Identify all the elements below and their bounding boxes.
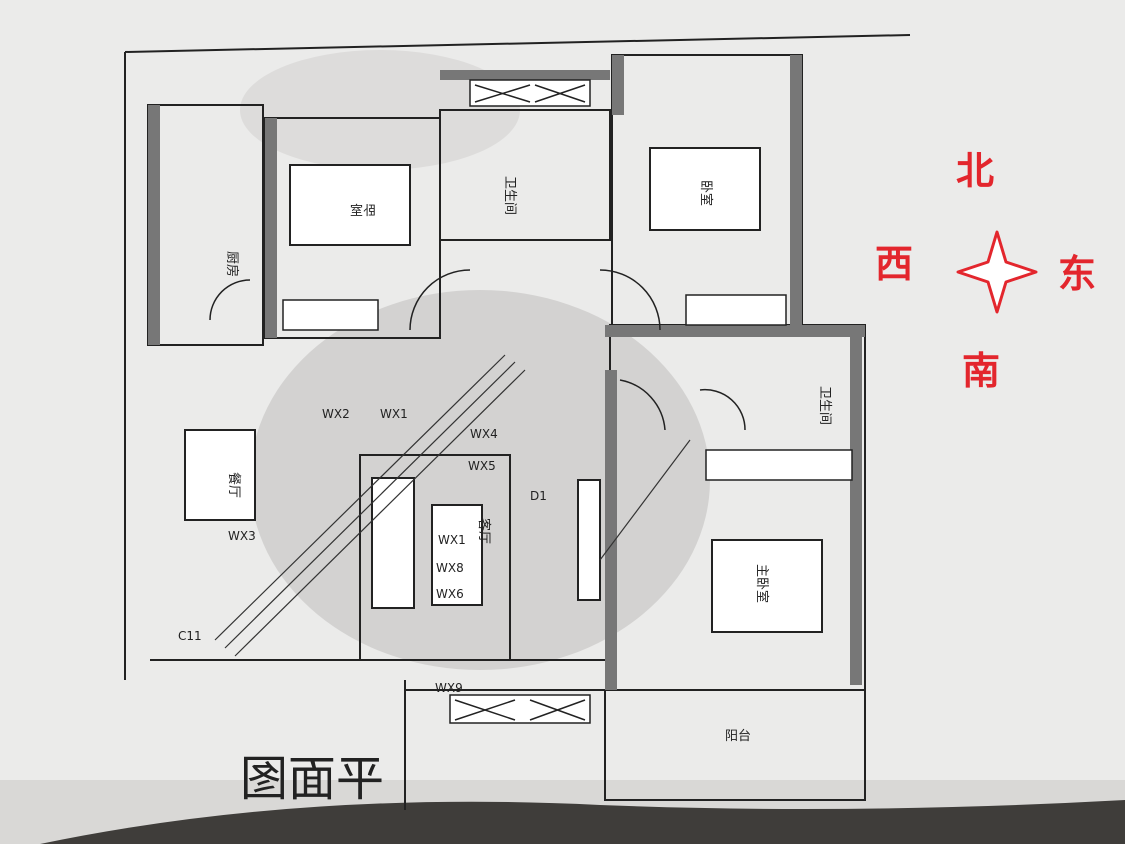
mark-d1: D1 [530,489,547,503]
plan-title: 平面图 [240,751,384,807]
room-label-bathroom-n: 卫生间 [502,176,517,215]
door-swings [209,269,746,431]
room-label-kitchen: 厨房 [224,251,240,277]
mark-wx9: WX9 [435,681,463,695]
wall-fills [148,55,865,690]
compass-east-label: 东 [1058,252,1097,296]
room-labels: 卧室 卧室 厨房 卫生间 卫生间 餐厅 客厅 主卧室 阳台 [224,176,832,744]
compass-south-label: 南 [962,349,1001,393]
room-label-bedroom-ne: 卧室 [698,180,714,206]
pipe-lines [214,354,691,657]
wardrobes [282,294,853,481]
room-label-dining: 餐厅 [226,472,242,498]
opening-marks: WX2 WX1 WX4 WX5 WX1 WX8 WX6 WX3 WX9 D1 C… [178,407,547,695]
mark-wx3: WX3 [228,529,256,543]
mark-wx1: WX1 [380,407,408,421]
compass-north-label: 北 [956,149,995,193]
mark-wx5: WX5 [468,459,496,473]
compass-west-label: 西 [875,242,914,286]
mark-wx6: WX6 [436,587,464,601]
beds [289,147,823,633]
mark-wx4: WX4 [470,427,498,441]
room-label-bedroom-nw: 卧室 [350,203,376,219]
mark-c11: C11 [178,629,202,643]
compass-star-icon [956,230,1038,314]
mark-wx2: WX2 [322,407,350,421]
room-label-bathroom-e: 卫生间 [817,386,832,425]
windows [449,79,591,724]
room-label-master-bedroom: 主卧室 [754,564,770,603]
mark-wx1-main: WX1 [438,533,466,547]
living-furniture [184,429,601,609]
mark-wx8: WX8 [436,561,464,575]
room-label-balcony: 阳台 [725,729,751,744]
room-label-living: 客厅 [476,518,492,544]
